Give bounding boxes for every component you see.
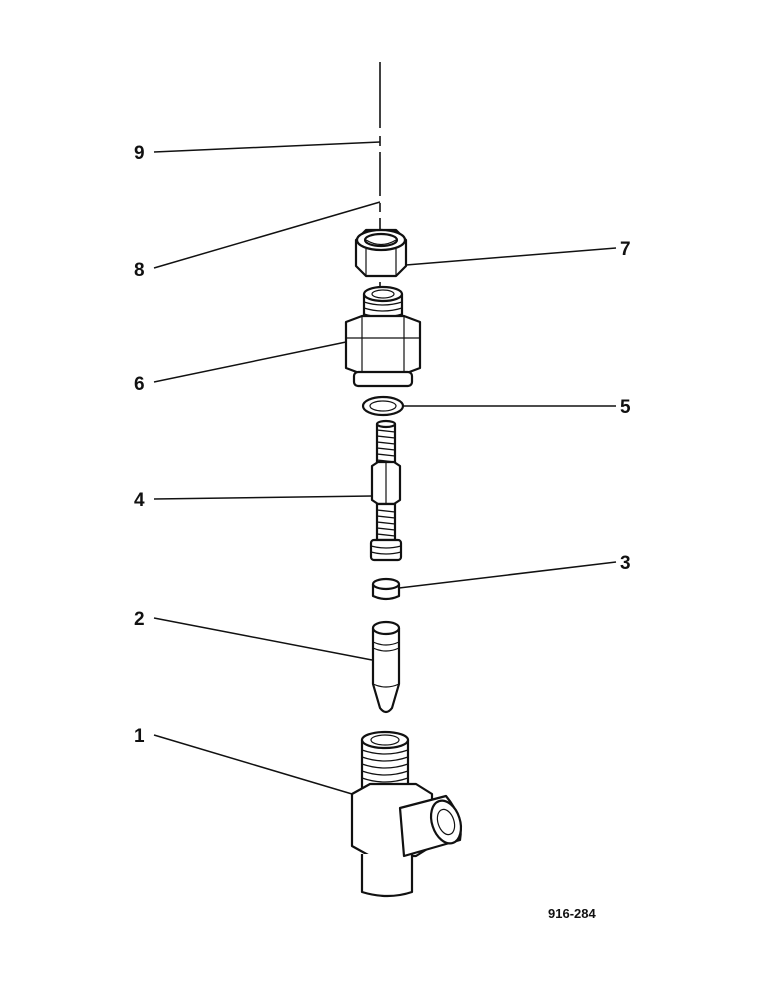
leader-3 xyxy=(398,561,617,589)
part-4-threaded-stud xyxy=(369,419,403,562)
leader-7 xyxy=(405,247,617,266)
callout-2: 2 xyxy=(134,609,145,630)
leader-4 xyxy=(153,495,373,500)
leader-8 xyxy=(153,201,381,269)
part-5-washer xyxy=(361,395,405,417)
callout-8: 8 xyxy=(134,260,145,281)
callout-6: 6 xyxy=(134,374,145,395)
callout-3: 3 xyxy=(620,553,631,574)
part-6-connector xyxy=(344,285,422,388)
part-2-plunger xyxy=(371,620,401,714)
callout-labels: 9 8 7 6 5 4 3 2 1 xyxy=(134,143,631,747)
callout-7: 7 xyxy=(620,239,631,260)
callout-1: 1 xyxy=(134,726,145,747)
figure-number: 916-284 xyxy=(548,906,596,921)
part-3-seat xyxy=(371,577,401,601)
callout-5: 5 xyxy=(620,397,631,418)
callout-4: 4 xyxy=(134,490,145,511)
leader-6 xyxy=(153,341,347,383)
leader-lines xyxy=(153,141,617,795)
callout-9: 9 xyxy=(134,143,145,164)
leader-9 xyxy=(153,141,381,153)
part-7-tube-nut xyxy=(354,228,408,278)
leader-2 xyxy=(153,617,373,661)
part-1-tee-fitting xyxy=(350,730,463,898)
leader-1 xyxy=(153,734,353,795)
